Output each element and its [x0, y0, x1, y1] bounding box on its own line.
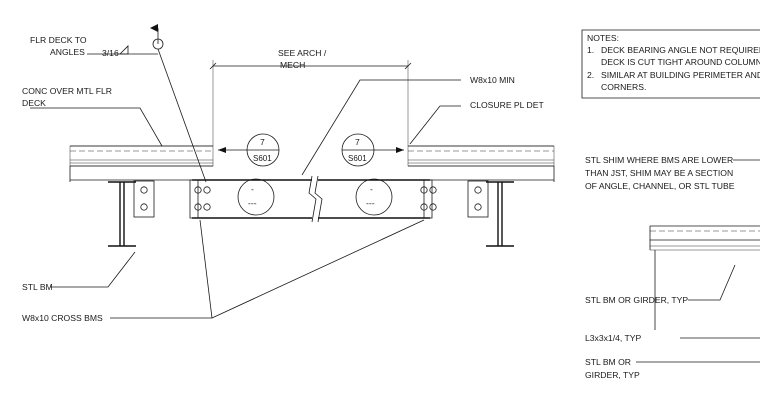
note-2-line2: CORNERS.	[601, 82, 646, 92]
cross-beam	[189, 175, 437, 223]
shim-label-3: OF ANGLE, CHANNEL, OR STL TUBE	[585, 181, 735, 191]
beam-mark-1-bottom: ---	[248, 198, 257, 208]
shim-label-1: STL SHIM WHERE BMS ARE LOWER	[585, 155, 733, 165]
see-arch-label: SEE ARCH /	[278, 48, 327, 58]
bm-or-label-1: STL BM OR	[585, 357, 631, 367]
beam-mark-2-bottom: ---	[366, 198, 375, 208]
angle-label: L3x3x1/4, TYP	[585, 333, 641, 343]
section-sheet-left: S601	[253, 154, 272, 163]
shim-label-2: THAN JST, SHIM MAY BE A SECTION	[585, 168, 733, 178]
section-sheet-right: S601	[348, 154, 367, 163]
notes-box	[581, 29, 760, 99]
bm-or-label-2: GIRDER, TYP	[585, 370, 640, 380]
section-number-left: 7	[260, 137, 265, 147]
see-arch-dimension	[209, 60, 412, 146]
note-1-num: 1.	[587, 45, 594, 55]
left-concrete-slab	[69, 145, 214, 182]
right-leaders	[301, 79, 461, 176]
beam-mark-2-top: -	[370, 184, 373, 194]
mech-label: MECH	[280, 60, 305, 70]
w8x10-min-label: W8x10 MIN	[470, 75, 515, 85]
conc-label-1: CONC OVER MTL FLR	[22, 86, 112, 96]
conc-label-2: DECK	[22, 98, 46, 108]
flr-deck-label-2: ANGLES	[50, 47, 85, 57]
flr-deck-label-1: FLR DECK TO	[30, 35, 87, 45]
stl-bm-label: STL BM	[22, 282, 53, 292]
weld-size: 3/16	[102, 48, 119, 58]
note-2-line1: SIMILAR AT BUILDING PERIMETER AND	[601, 70, 760, 80]
right-concrete-slab	[407, 145, 555, 182]
cross-bms-label: W8x10 CROSS BMS	[22, 313, 103, 323]
section-marker-right	[341, 133, 404, 167]
section-marker-left	[218, 133, 280, 167]
second-detail-leaders	[636, 159, 760, 363]
girder-label: STL BM OR GIRDER, TYP	[585, 295, 688, 305]
closure-label: CLOSURE PL DET	[470, 100, 544, 110]
beam-mark-1-top: -	[251, 184, 254, 194]
second-detail-slab	[649, 225, 760, 330]
notes-title: NOTES:	[587, 33, 619, 43]
left-leaders	[30, 107, 425, 319]
left-steel-beam	[108, 180, 155, 247]
note-1-line2: DECK IS CUT TIGHT AROUND COLUMN.	[601, 57, 760, 67]
note-1-line1: DECK BEARING ANGLE NOT REQUIRED IF	[601, 45, 760, 55]
right-steel-beam	[467, 180, 514, 247]
note-2-num: 2.	[587, 70, 594, 80]
weld-symbol	[87, 24, 207, 183]
section-number-right: 7	[355, 137, 360, 147]
